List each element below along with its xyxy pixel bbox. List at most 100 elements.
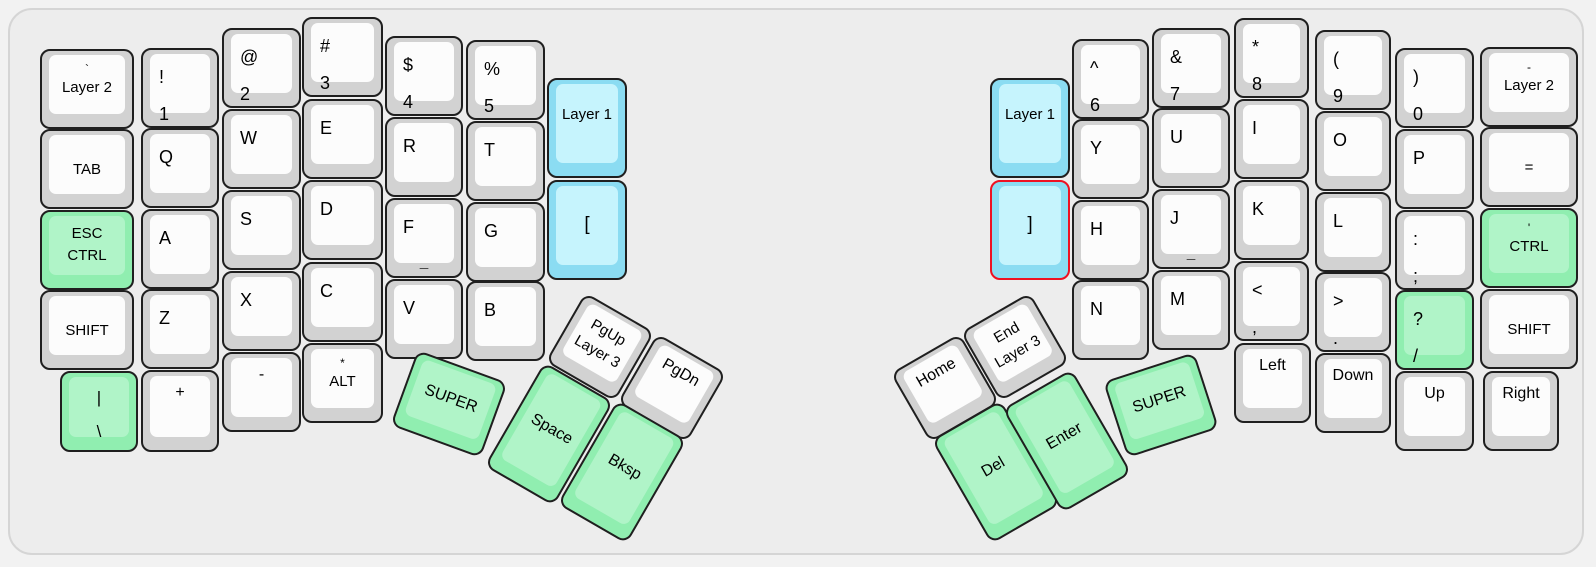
keycap-legend: Layer 1 (549, 106, 625, 123)
key-y[interactable]: Y (1072, 119, 1149, 199)
key-v[interactable]: V (385, 279, 463, 359)
keycap-legend-line: ) (1413, 67, 1419, 87)
key-equals[interactable]: = (1480, 127, 1578, 207)
keycap-face (1324, 198, 1382, 257)
keycap-legend-line: Bksp (605, 450, 645, 484)
keycap-face (231, 34, 292, 93)
key-gt-period[interactable]: >. (1315, 272, 1391, 352)
keycap-legend-line: ESC (71, 225, 103, 242)
keycap-face (1489, 295, 1569, 354)
key-caret-6[interactable]: ^6 (1072, 39, 1149, 119)
key-star-alt[interactable]: *ALT (302, 343, 383, 423)
key-amp-7[interactable]: &7 (1152, 28, 1230, 108)
keycap-legend: :; (1413, 221, 1418, 295)
key-minus[interactable]: - (222, 352, 301, 432)
key-f[interactable]: F_ (385, 198, 463, 278)
keycap-legend: SHIFT (42, 322, 132, 339)
key-z[interactable]: Z (141, 289, 219, 369)
keycap-face (999, 84, 1061, 163)
keycap-legend: H (1090, 211, 1103, 248)
key-left-bracket[interactable]: [ (547, 180, 627, 280)
key-exclam-1[interactable]: !1 (141, 48, 219, 128)
key-quote-ctrl[interactable]: 'CTRL (1480, 208, 1578, 288)
key-minus-layer2[interactable]: -Layer 2 (1480, 47, 1578, 127)
keycap-legend-line: , (1252, 317, 1258, 337)
keycap-legend: U (1170, 119, 1183, 156)
keycap-legend: *ALT (304, 356, 381, 393)
keycap-legend-line: D (320, 199, 333, 219)
keycap-legend-line: TAB (72, 161, 102, 178)
key-t[interactable]: T (466, 121, 545, 201)
keycap-legend-line: 3 (320, 73, 331, 93)
key-x[interactable]: X (222, 271, 301, 351)
key-e[interactable]: E (302, 99, 383, 179)
keycap-legend: N (1090, 291, 1103, 328)
key-l[interactable]: L (1315, 192, 1391, 272)
key-k[interactable]: K (1234, 180, 1309, 260)
keycap-face (1324, 278, 1382, 337)
key-up[interactable]: Up (1395, 371, 1474, 451)
keycap-face (1161, 195, 1221, 254)
keycap-legend-line: J (1170, 208, 1179, 228)
key-g[interactable]: G (466, 202, 545, 282)
key-p[interactable]: P (1395, 129, 1474, 209)
key-rparen-0[interactable]: )0 (1395, 48, 1474, 128)
keycap-legend: [ (549, 182, 625, 268)
keycap-face (1161, 114, 1221, 173)
key-lt-comma[interactable]: <, (1234, 261, 1309, 341)
key-left[interactable]: Left (1234, 343, 1311, 423)
keycap-face (150, 376, 210, 437)
keycap-face (1161, 34, 1221, 93)
key-pipe-backslash[interactable]: |\ (60, 371, 138, 452)
key-question-slash[interactable]: ?/ (1395, 290, 1474, 370)
key-layer1-left[interactable]: Layer 1 (547, 78, 627, 178)
key-m[interactable]: M (1152, 270, 1230, 350)
keycap-legend-line: Y (1090, 138, 1103, 158)
key-grave-layer2[interactable]: `Layer 2 (40, 49, 134, 129)
keycap-legend-line: SUPER (1130, 383, 1189, 417)
keycap-legend-line: R (403, 136, 416, 156)
keycap-legend-line: E (320, 118, 333, 138)
key-right-bracket[interactable]: ] (990, 180, 1070, 280)
keycap-legend-line: Up (1424, 385, 1445, 402)
key-w[interactable]: W (222, 109, 301, 189)
key-c[interactable]: C (302, 262, 383, 342)
key-a[interactable]: A (141, 209, 219, 289)
key-u[interactable]: U (1152, 108, 1230, 188)
key-shift-left[interactable]: SHIFT (40, 290, 134, 370)
keycap-legend-line: V (403, 298, 416, 318)
key-j[interactable]: J_ (1152, 189, 1230, 269)
key-down[interactable]: Down (1315, 353, 1391, 433)
key-q[interactable]: Q (141, 128, 219, 208)
key-hash-3[interactable]: #3 (302, 17, 383, 97)
keycap-face (311, 186, 374, 245)
key-tab[interactable]: TAB (40, 129, 134, 209)
key-asterisk-8[interactable]: *8 (1234, 18, 1309, 98)
key-plus[interactable]: + (141, 370, 219, 452)
keycap-face (49, 55, 125, 114)
key-shift-right[interactable]: SHIFT (1480, 289, 1578, 369)
homing-bar-indicator: _ (419, 253, 429, 270)
keycap-legend: Left (1236, 357, 1309, 375)
key-s[interactable]: S (222, 190, 301, 270)
key-i[interactable]: I (1234, 99, 1309, 179)
key-lparen-9[interactable]: (9 (1315, 30, 1391, 110)
keycap-legend-line: Del (978, 453, 1008, 481)
key-at-2[interactable]: @2 (222, 28, 301, 108)
key-dollar-4[interactable]: $4 (385, 36, 463, 116)
key-right[interactable]: Right (1483, 371, 1559, 451)
keycap-face (231, 277, 292, 336)
key-o[interactable]: O (1315, 111, 1391, 191)
keycap-face (556, 84, 618, 163)
key-r[interactable]: R (385, 117, 463, 197)
key-layer1-right[interactable]: Layer 1 (990, 78, 1070, 178)
keycap-face (1404, 377, 1465, 436)
key-d[interactable]: D (302, 180, 383, 260)
key-h[interactable]: H (1072, 200, 1149, 280)
key-n[interactable]: N (1072, 280, 1149, 360)
keycap-legend: L (1333, 203, 1343, 240)
key-percent-5[interactable]: %5 (466, 40, 545, 120)
key-b[interactable]: B (466, 281, 545, 361)
key-colon-semicolon[interactable]: :; (1395, 210, 1474, 290)
